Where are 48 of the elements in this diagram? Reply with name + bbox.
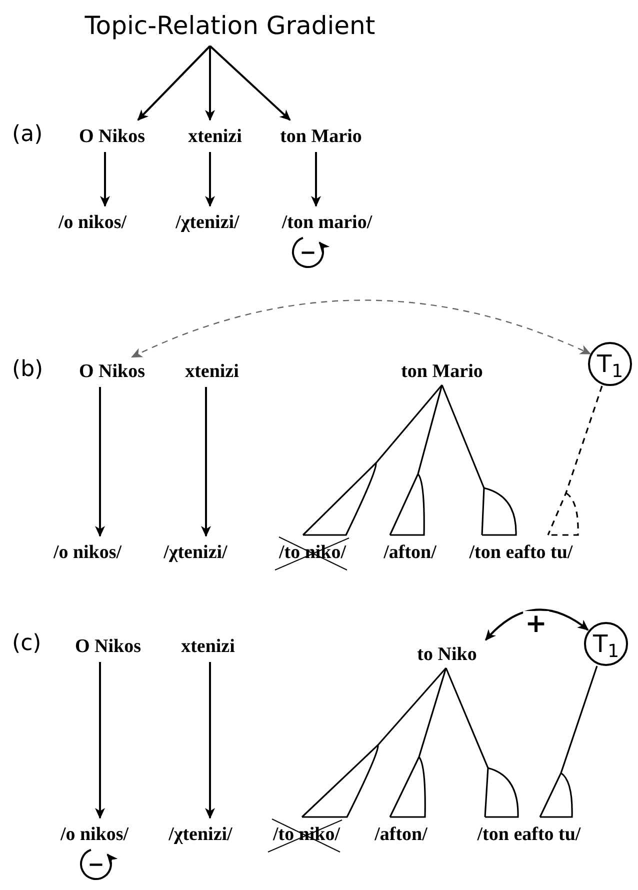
heading-text: Topic-Relation Gradient [84, 12, 376, 38]
word-text: /o nikos/ [58, 212, 127, 232]
tree-branch [389, 667, 447, 818]
arrow [209, 45, 291, 121]
word-text: /afton/ [384, 542, 436, 562]
dashed-tree-branch [547, 385, 603, 536]
word-text: ton Mario [280, 126, 362, 146]
word-text: O Nikos [79, 362, 145, 380]
word-text: ton Mario [401, 362, 483, 380]
tree-branch [302, 384, 443, 536]
word-text: /o nikos/ [60, 824, 129, 844]
tree-branch [389, 384, 443, 536]
arrow [95, 662, 105, 819]
loop-arrow [292, 236, 330, 268]
word-text: xtenizi [185, 362, 239, 380]
arrow [205, 152, 215, 207]
arrow [95, 387, 105, 537]
word-text: O Nikos [79, 126, 145, 146]
word-text: /ton eafto tu/ [477, 824, 581, 844]
arrow [100, 152, 110, 207]
node-label: T$_{1}$ [592, 632, 620, 656]
curved-arrow [484, 608, 589, 641]
word-text: /ton eafto tu/ [469, 542, 573, 562]
word-text: O Nikos [75, 636, 141, 656]
arrow [205, 662, 215, 819]
tree-branch [539, 665, 598, 818]
arrow [137, 45, 211, 121]
word-text: /afton/ [374, 824, 428, 844]
word-text: xtenizi [181, 636, 235, 656]
node-label: T$_{1}$ [596, 352, 624, 376]
panel-label: (b) [12, 359, 44, 381]
panel-label: (c) [12, 633, 42, 655]
word-text: /ton mario/ [282, 212, 372, 232]
tree-branch [301, 667, 447, 818]
arrow [311, 152, 321, 207]
word-text: /χtenizi/ [176, 212, 240, 232]
word-text: /χtenizi/ [164, 542, 228, 562]
arrow [205, 46, 215, 121]
tree-branch [445, 667, 519, 818]
word-text: /χtenizi/ [168, 824, 232, 844]
tree-branch [441, 384, 517, 536]
loop-arrow [80, 848, 118, 880]
dashed-curved-arrow [131, 300, 592, 358]
word-text: to Niko [417, 644, 477, 664]
word-text: xtenizi [188, 126, 242, 146]
word-text: /o nikos/ [53, 542, 122, 562]
arrow [201, 387, 211, 537]
panel-label: (a) [12, 124, 43, 146]
